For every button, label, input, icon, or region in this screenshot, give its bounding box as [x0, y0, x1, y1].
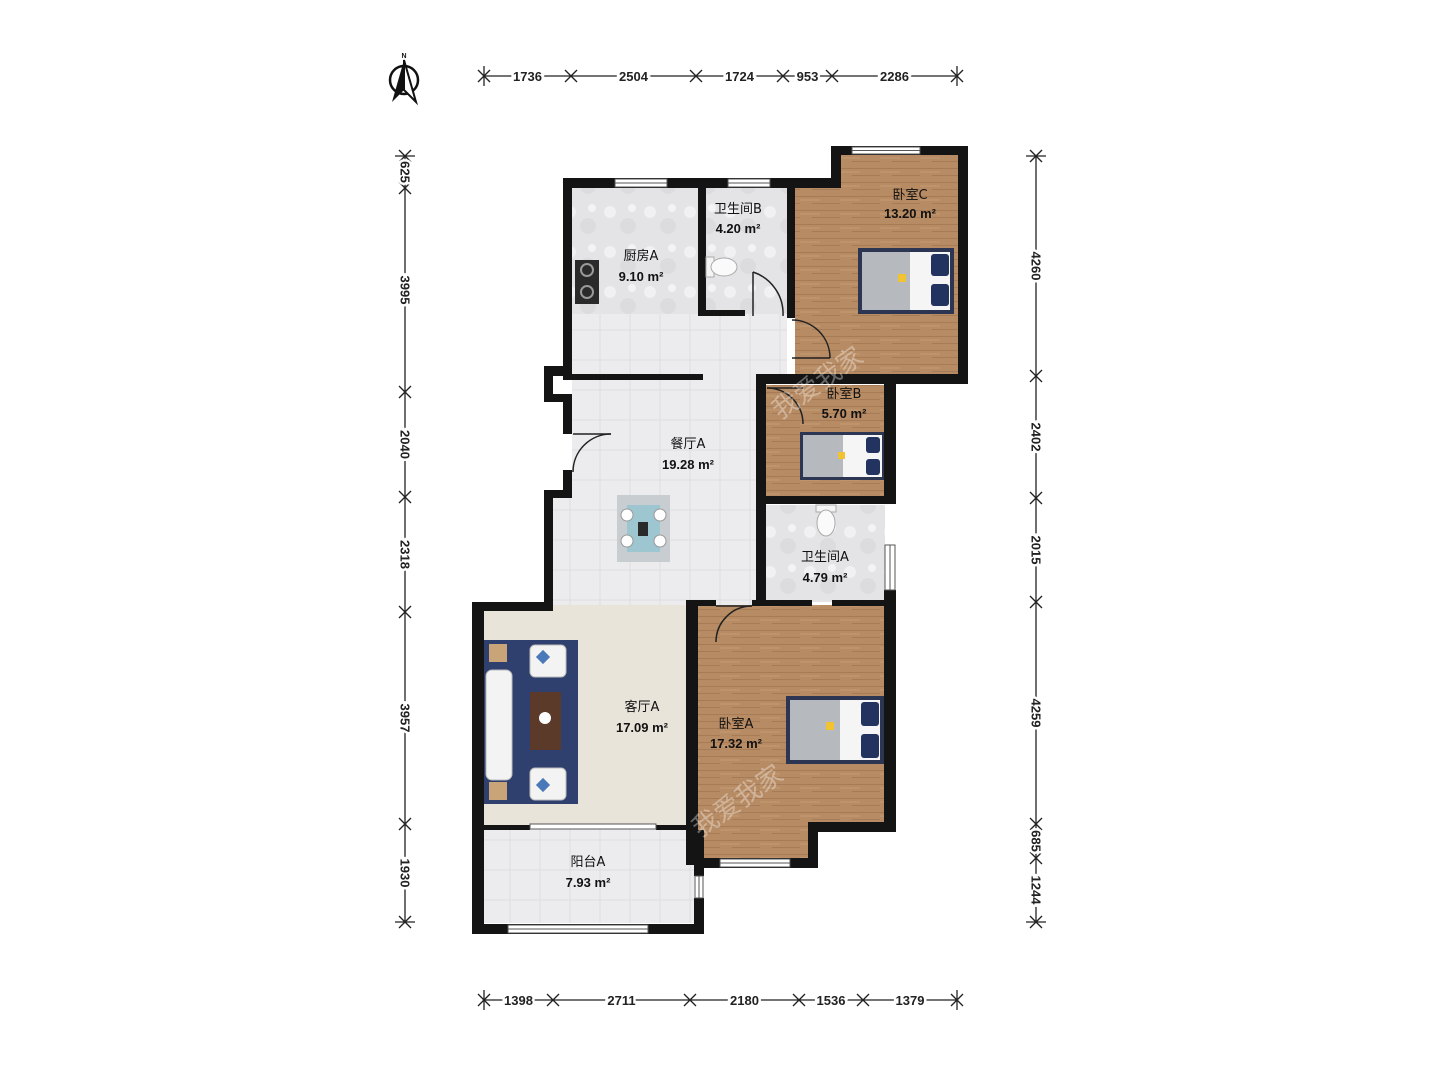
room-area-dining-a: 19.28 m²: [662, 457, 715, 472]
room-name-bathroom-b: 卫生间B: [714, 202, 762, 217]
dimension-tick: [398, 385, 412, 399]
dimension-tick: [1029, 595, 1043, 609]
dimension-label: 4260: [1029, 252, 1044, 281]
dimension-tick: [477, 69, 491, 83]
dimension-label: 4259: [1029, 699, 1044, 728]
dimension-tick: [1029, 851, 1043, 865]
room-area-kitchen-a: 9.10 m²: [619, 269, 664, 284]
toilet-icon: [815, 504, 837, 537]
dimension-tick: [950, 69, 964, 83]
room-name-kitchen-a: 厨房A: [624, 248, 659, 264]
dimension-label: 1736: [513, 69, 542, 84]
room-name-bedroom-b: 卧室B: [827, 386, 862, 402]
room-area-bathroom-a: 4.79 m²: [803, 570, 848, 585]
dimension-label: 2286: [880, 69, 909, 84]
room-name-dining-a: 餐厅A: [671, 436, 706, 452]
room-area-living-a: 17.09 m²: [616, 720, 669, 735]
bathroom-b-floor: [705, 188, 787, 314]
dimension-label: 625: [398, 161, 413, 183]
dimension-tick: [1029, 491, 1043, 505]
dimension-tick: [398, 181, 412, 195]
room-area-bedroom-b: 5.70 m²: [822, 406, 867, 421]
dimension-tick: [546, 993, 560, 1007]
room-area-bedroom-c: 13.20 m²: [884, 206, 937, 221]
toilet-icon: [705, 256, 738, 278]
room-name-balcony-a: 阳台A: [571, 855, 606, 870]
bed-icon: [786, 696, 884, 764]
dimension-tick: [792, 993, 806, 1007]
dimension-tick: [1029, 149, 1043, 163]
dimension-line-left: 625 3995 2040 2318 3957 1930: [395, 149, 415, 929]
room-name-living-a: 客厅A: [625, 699, 660, 715]
dimension-label: 2504: [619, 69, 649, 84]
compass-label: N: [401, 53, 406, 60]
dimension-tick: [683, 993, 697, 1007]
dimension-tick: [856, 993, 870, 1007]
dimension-tick: [776, 69, 790, 83]
room-area-balcony-a: 7.93 m²: [566, 875, 611, 890]
dimension-label: 1244: [1029, 876, 1044, 906]
dimension-tick: [398, 817, 412, 831]
room-name-bedroom-c: 卧室C: [892, 187, 927, 203]
dimension-label: 2711: [607, 993, 635, 1008]
dimension-tick: [825, 69, 839, 83]
dining-floor: [552, 314, 787, 605]
doors: [572, 271, 831, 643]
sofa-set-icon: [484, 640, 578, 804]
dimension-label: 3995: [398, 276, 413, 305]
dimension-tick: [1029, 817, 1043, 831]
dimension-label: 685: [1029, 830, 1044, 852]
dimension-label: 3957: [398, 704, 413, 733]
room-area-bathroom-b: 4.20 m²: [716, 221, 761, 236]
dimension-tick: [398, 605, 412, 619]
dimension-label: 1930: [398, 859, 413, 888]
bed-icon: [800, 432, 884, 480]
dimension-label: 2040: [398, 430, 413, 459]
walls: [472, 146, 968, 934]
dimension-label: 1379: [896, 993, 925, 1008]
bed-icon: [858, 248, 954, 314]
dimension-tick: [689, 69, 703, 83]
balcony-floor: [484, 828, 694, 923]
dimension-label: 2402: [1029, 423, 1044, 452]
dimension-label: 1724: [725, 69, 755, 84]
dining-table-icon: [617, 495, 670, 562]
dimension-label: 953: [797, 69, 819, 84]
dimension-line-right: 4260 2402 2015 4259 685 1244: [1026, 149, 1046, 929]
dimension-tick: [398, 490, 412, 504]
dimension-label: 1536: [817, 993, 846, 1008]
room-area-bedroom-a: 17.32 m²: [710, 736, 763, 751]
dimension-tick: [1029, 369, 1043, 383]
dimension-label: 2318: [398, 540, 413, 569]
dimension-tick: [477, 993, 491, 1007]
dimension-line-top: 1736 2504 1724 953 2286: [477, 66, 964, 87]
stove-icon: [575, 260, 599, 304]
dimension-tick: [398, 915, 412, 929]
dimension-label: 2015: [1029, 536, 1044, 565]
dimension-line-bottom: 1398 2711 2180 1536 1379: [477, 990, 964, 1011]
windows: [507, 146, 921, 934]
room-name-bedroom-a: 卧室A: [719, 716, 754, 732]
room-name-bathroom-a: 卫生间A: [801, 550, 849, 565]
dimension-label: 1398: [504, 993, 533, 1008]
dimension-tick: [398, 149, 412, 163]
dimension-tick: [950, 993, 964, 1007]
dimension-tick: [564, 69, 578, 83]
dimension-label: 2180: [730, 993, 759, 1008]
compass-icon: N: [388, 53, 420, 106]
dimension-tick: [1029, 915, 1043, 929]
